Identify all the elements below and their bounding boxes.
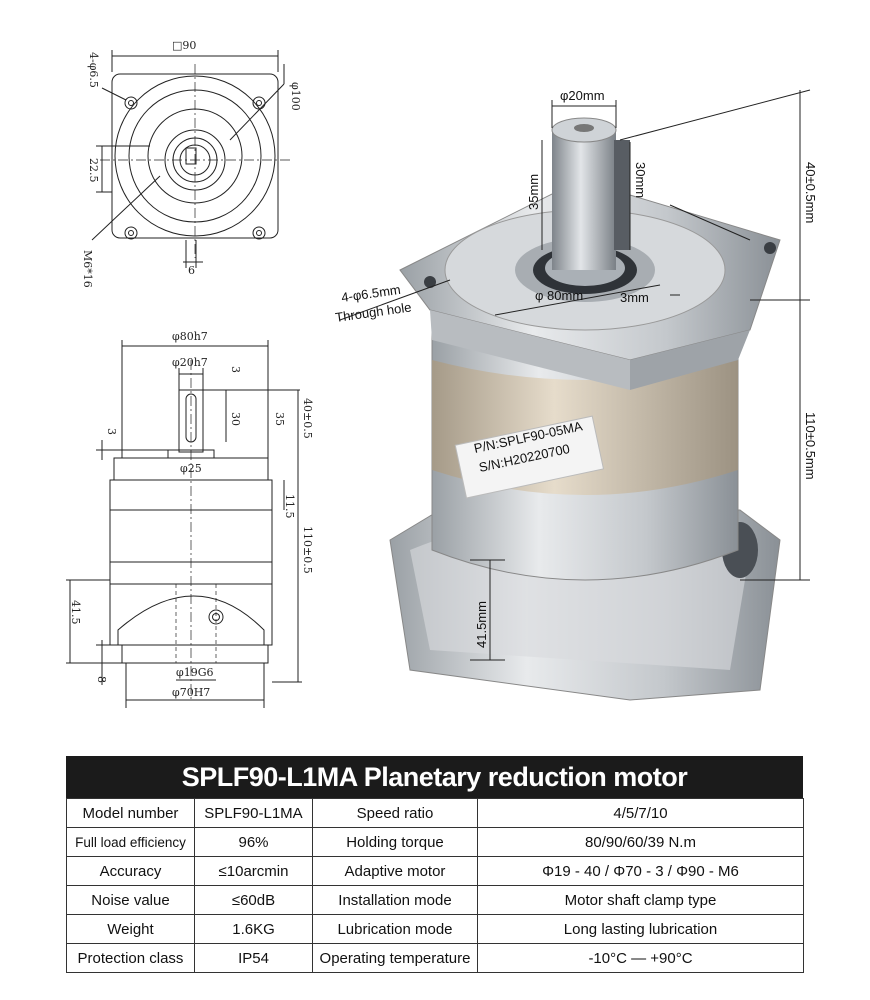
photo-pilot-dim: φ 80mm [535,288,583,303]
photo-step-dim: 3mm [620,290,649,305]
spec-table-panel: SPLF90-L1MA Planetary reduction motor Mo… [66,756,804,980]
top-view-drawing: □90 4-φ6.5 φ100 22.5 M6*16 6 [81,39,302,288]
spec-key: Accuracy [66,856,195,886]
flange-step-dim: 3 [105,428,118,435]
photo-shaft-len-dim: 35mm [526,174,541,210]
pilot-dim: φ80h7 [172,330,208,343]
bottom-step-dim: 8 [95,676,108,683]
spec-value: -10°C — +90°C [477,943,804,973]
side-view-drawing: φ80h7 φ20h7 φ25 3 30 35 40±0.5 3 11.5 11… [66,330,314,708]
spec-key: Holding torque [312,827,478,857]
spec-value: 4/5/7/10 [477,798,804,828]
shaft-dim: φ20h7 [172,356,208,369]
spec-value: IP54 [194,943,313,973]
key-width-dim: 6 [188,264,195,277]
photo-output-len-dim: 40±0.5mm [803,162,818,223]
spec-value: ≤10arcmin [194,856,313,886]
spec-key: Installation mode [312,885,478,915]
spec-key: Speed ratio [312,798,478,828]
spec-key: Adaptive motor [312,856,478,886]
spec-key: Operating temperature [312,943,478,973]
shoulder-dim: φ25 [180,462,202,475]
spec-value: Motor shaft clamp type [477,885,804,915]
spec-value: Φ19 - 40 / Φ70 - 3 / Φ90 - M6 [477,856,804,886]
thread-dim: M6*16 [81,250,94,288]
pcd-dim: φ100 [289,82,302,111]
key-offset-dim: 22.5 [87,158,100,183]
spec-title: SPLF90-L1MA Planetary reduction motor [66,756,803,798]
spec-value: 96% [194,827,313,857]
spec-value: SPLF90-L1MA [194,798,313,828]
bore-dim: φ19G6 [176,666,214,679]
square-dim: □90 [172,39,196,52]
flange-thk-dim: 11.5 [283,494,296,519]
spec-value: 80/90/60/39 N.m [477,827,804,857]
spec-key: Protection class [66,943,195,973]
photo-key-len-dim: 30mm [633,162,648,198]
spec-value: 1.6KG [194,914,313,944]
photo-body-len-dim: 110±0.5mm [803,412,818,480]
photo-shaft-dim: φ20mm [560,88,605,103]
key-top-dim: 3 [229,366,242,373]
holes-dim: 4-φ6.5 [87,52,100,88]
spec-value: ≤60dB [194,885,313,915]
photo-adapter-len-dim: 41.5mm [474,601,489,648]
body-len-dim: 110±0.5 [301,526,314,574]
shaft-len-dim: 35 [273,412,286,426]
spec-key: Noise value [66,885,195,915]
spec-key: Weight [66,914,195,944]
product-photo: P/N:SPLF90-05MA S/N:H20220700 φ20mm 35mm… [334,88,818,701]
spec-value: Long lasting lubrication [477,914,804,944]
spec-key: Model number [66,798,195,828]
spec-key: Full load efficiency [66,827,195,857]
spec-key: Lubrication mode [312,914,478,944]
output-len-dim: 40±0.5 [301,398,314,439]
pilot-in-dim: φ70H7 [172,686,210,699]
key-len-dim: 30 [229,412,242,426]
adapter-len-dim: 41.5 [69,600,82,625]
